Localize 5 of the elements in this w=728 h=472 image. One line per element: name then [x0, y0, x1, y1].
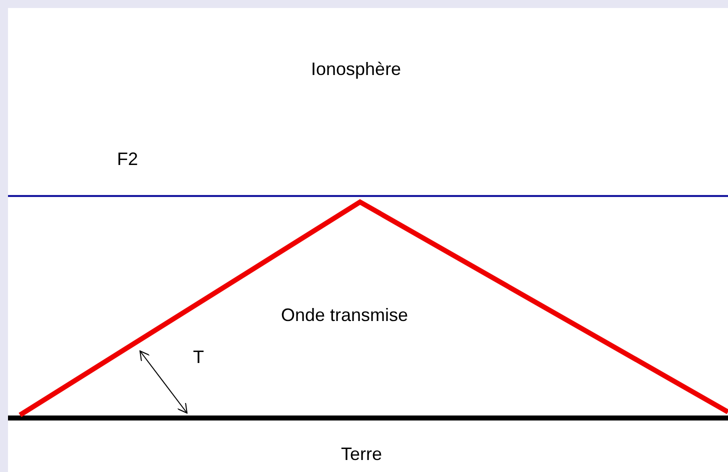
- text-label: Ionosphère: [311, 58, 402, 80]
- text-label: Onde transmise: [281, 304, 408, 326]
- text-label: Terre: [341, 443, 382, 465]
- text-label: F2: [117, 148, 138, 170]
- text-label: T: [193, 346, 204, 368]
